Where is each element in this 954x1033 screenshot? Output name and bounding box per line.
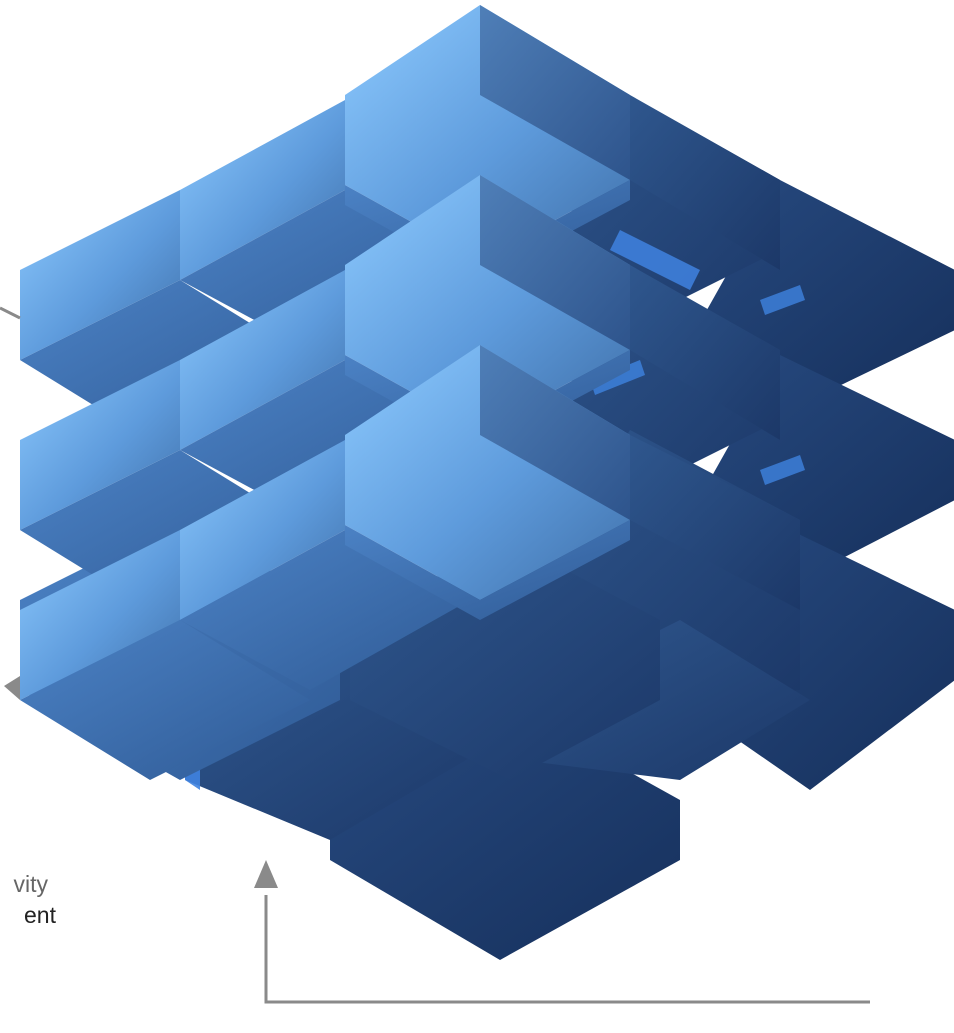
connector-line-upper-left	[0, 306, 21, 320]
connector-arrows	[0, 306, 870, 1004]
caption-line-2: ent	[24, 902, 56, 928]
cube-front-blocks	[20, 5, 800, 780]
caption-line-1: vity	[13, 871, 49, 897]
arrowhead-left-icon	[4, 676, 20, 700]
arrowhead-up-icon	[254, 860, 278, 888]
connector-line-bottom	[264, 895, 870, 1004]
